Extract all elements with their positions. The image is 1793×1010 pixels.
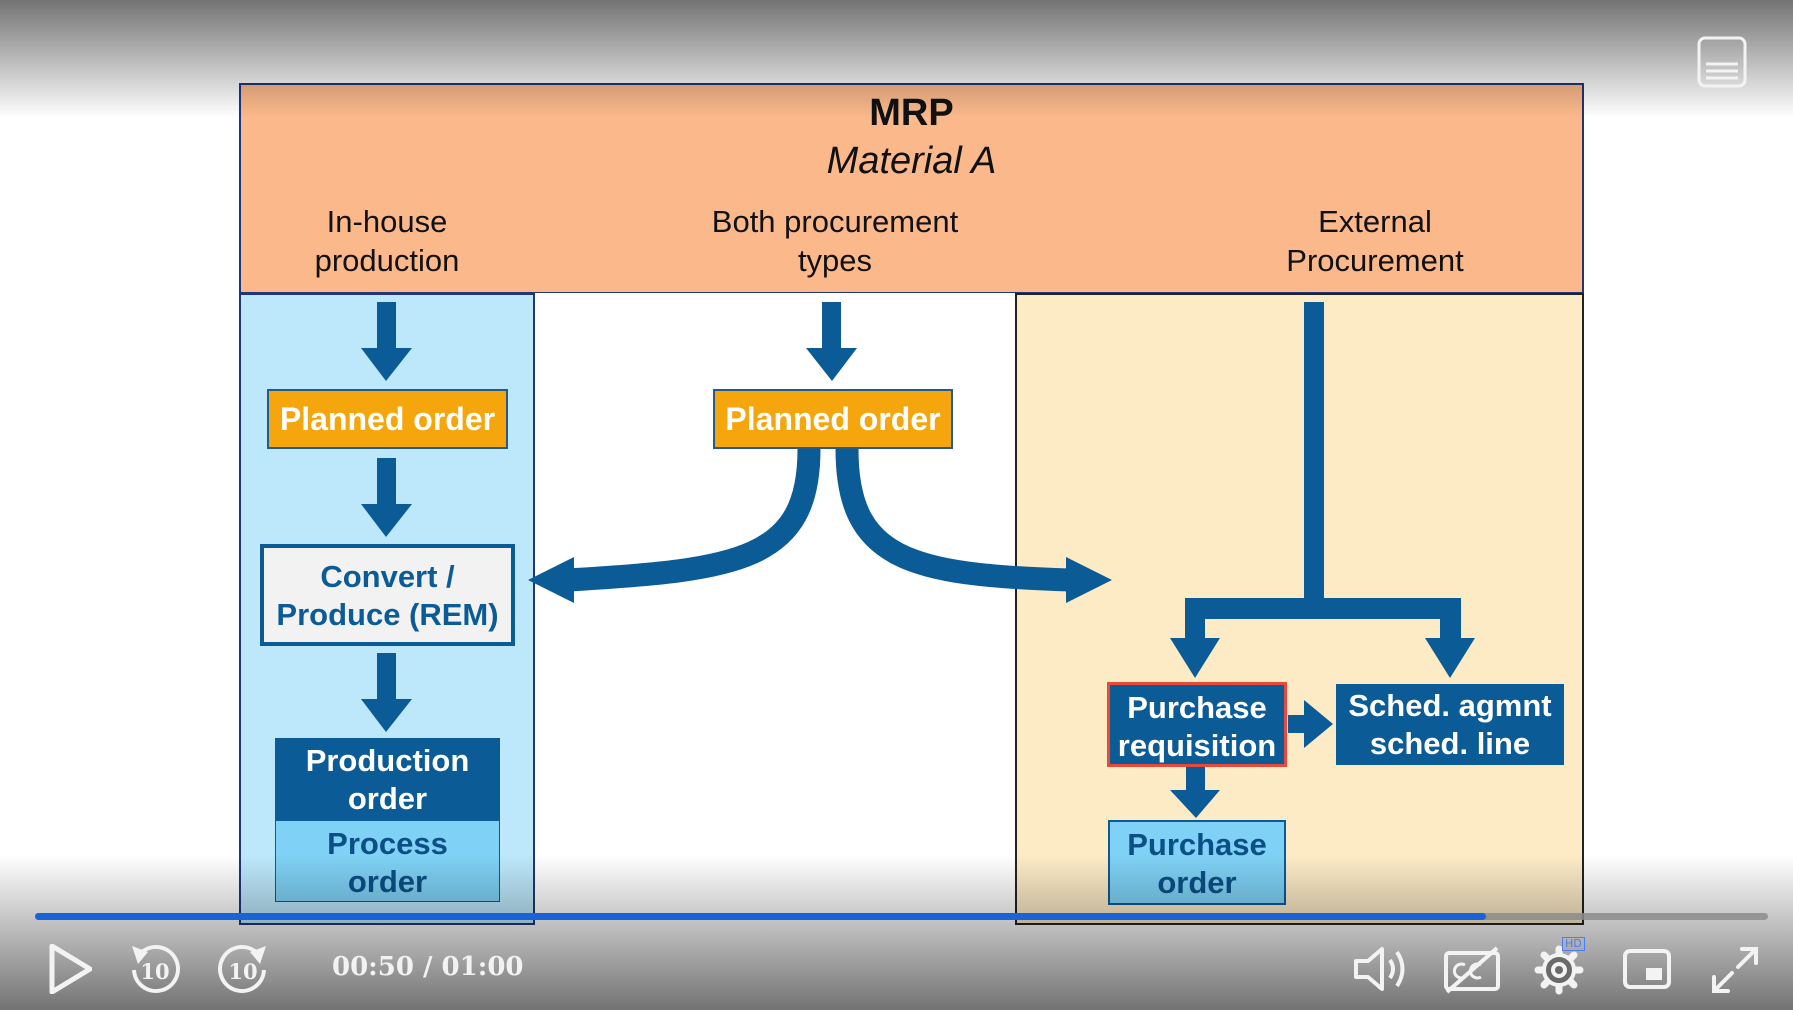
play-icon[interactable] bbox=[48, 943, 93, 995]
planned-order-both: Planned order bbox=[713, 389, 953, 449]
menu-icon[interactable] bbox=[1697, 36, 1747, 88]
column-heading-both: Both procurement types bbox=[711, 204, 959, 278]
rewind-10-icon[interactable]: 10 bbox=[128, 942, 182, 996]
time-display: 00:50 / 01:00 bbox=[332, 952, 524, 982]
captions-off-icon[interactable] bbox=[1443, 945, 1501, 995]
column-heading-inhouse: In-house production bbox=[314, 204, 460, 278]
bottom-shade bbox=[0, 855, 1793, 1010]
production-order-box: Production order bbox=[275, 738, 500, 820]
planned-order-inhouse: Planned order bbox=[267, 389, 508, 449]
picture-in-picture-icon[interactable] bbox=[1622, 948, 1672, 990]
schedule-agreement-box: Sched. agmnt sched. line bbox=[1336, 684, 1564, 765]
header-band bbox=[239, 83, 1584, 294]
top-shade bbox=[0, 0, 1793, 118]
purchase-requisition-box: Purchase requisition bbox=[1107, 682, 1287, 767]
progress-fill bbox=[35, 913, 1486, 920]
column-heading-external: External Procurement bbox=[1286, 204, 1464, 278]
svg-text:10: 10 bbox=[140, 959, 169, 984]
convert-produce-box: Convert / Produce (REM) bbox=[260, 544, 515, 646]
volume-icon[interactable] bbox=[1352, 944, 1410, 994]
hd-badge: HD bbox=[1562, 937, 1585, 951]
forward-10-icon[interactable]: 10 bbox=[216, 942, 270, 996]
svg-text:10: 10 bbox=[228, 959, 257, 984]
settings-icon[interactable] bbox=[1534, 945, 1584, 995]
fullscreen-icon[interactable] bbox=[1710, 945, 1760, 995]
slide-subtitle: Material A bbox=[826, 140, 997, 182]
